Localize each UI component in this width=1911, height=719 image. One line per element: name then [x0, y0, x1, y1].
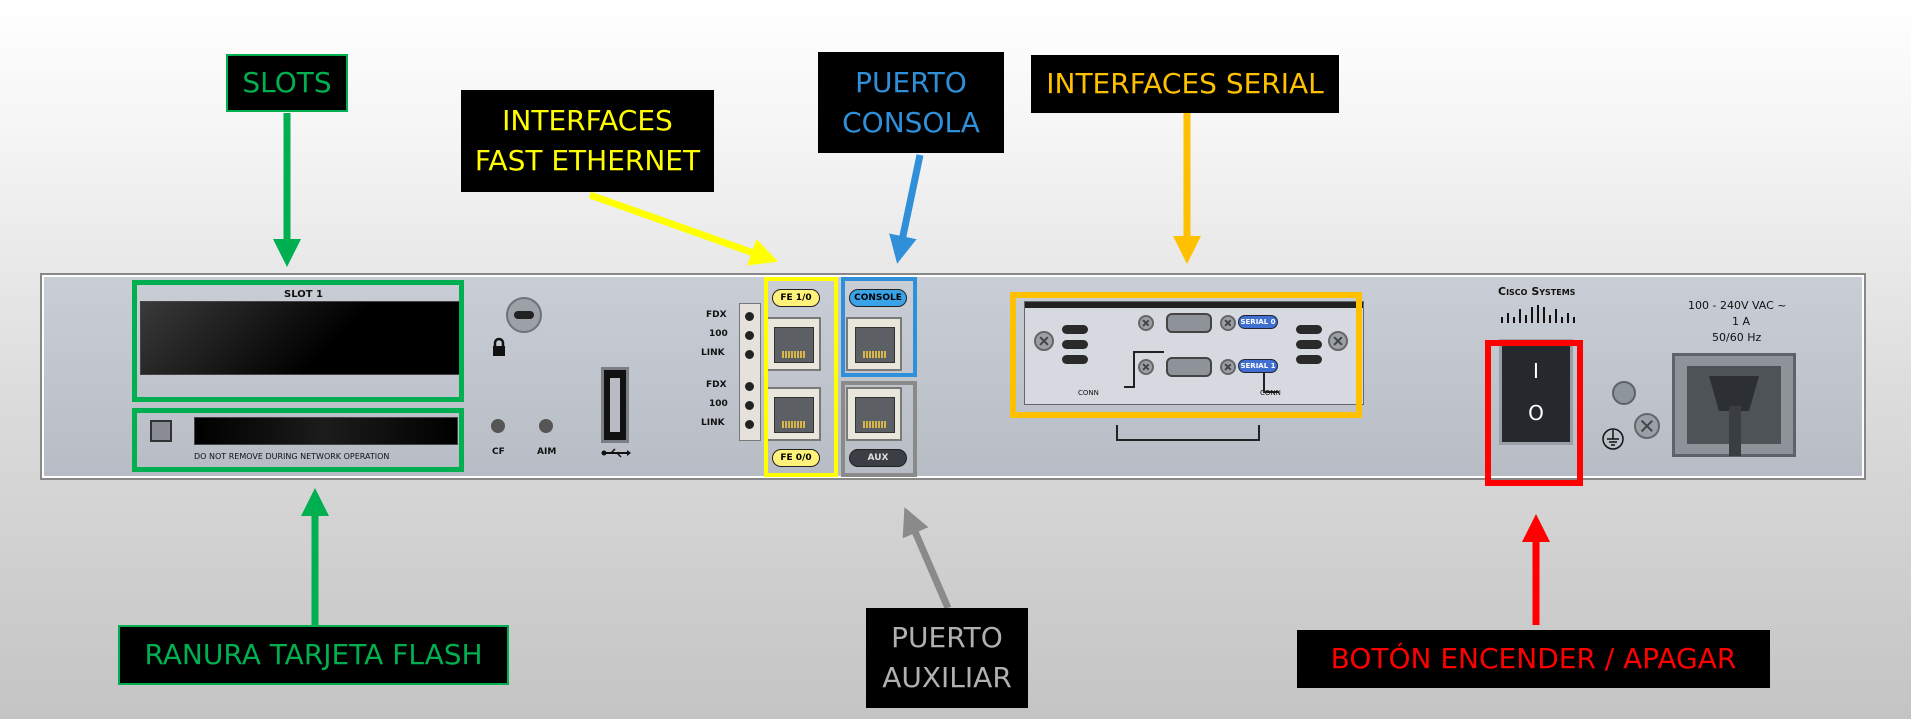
lock-knob	[506, 297, 542, 333]
consola-arrow	[889, 154, 924, 264]
fast-ethernet-highlight	[764, 277, 838, 477]
power-callout-text: BOTÓN ENCENDER / APAGAR	[1330, 642, 1737, 675]
ground-icon	[1602, 428, 1624, 450]
auxiliar-arrow	[902, 507, 952, 610]
fe-0-0-label: FE 0/0	[772, 449, 820, 467]
link-led-2	[745, 420, 754, 429]
serial-0-label: SERIAL 0	[1238, 315, 1278, 329]
100-label-1: 100	[709, 329, 728, 339]
fdx-label-2: FDX	[706, 380, 727, 390]
wic-slot-mark	[1296, 340, 1322, 349]
console-port[interactable]	[846, 317, 902, 371]
aux-label: AUX	[849, 449, 907, 467]
power-switch[interactable]: I O	[1499, 339, 1573, 445]
power-rating-line-3: 50/60 Hz	[1712, 331, 1762, 344]
auxiliar-line-2: AUXILIAR	[882, 661, 1012, 694]
flash-callout-text: RANURA TARJETA FLASH	[144, 638, 483, 671]
power-inlet[interactable]	[1672, 353, 1796, 457]
serial-callout: INTERFACES SERIAL	[1031, 55, 1339, 113]
wic-slot-mark	[1296, 355, 1322, 364]
wic-port-screw	[1138, 315, 1154, 331]
fe-1-0-label: FE 1/0	[772, 289, 820, 307]
serial-1-db-port[interactable]	[1166, 357, 1212, 377]
aux-port[interactable]	[846, 387, 902, 441]
console-label: CONSOLE	[849, 289, 907, 307]
wic-port-screw	[1220, 359, 1236, 375]
usb-icon	[601, 448, 631, 458]
wic-screw-left	[1034, 331, 1054, 351]
auxiliar-callout: PUERTO AUXILIAR	[866, 608, 1028, 708]
usb-port[interactable]	[601, 367, 629, 443]
power-callout: BOTÓN ENCENDER / APAGAR	[1297, 630, 1770, 688]
serial-highlight	[1010, 292, 1362, 418]
switch-on-symbol: I	[1533, 359, 1539, 384]
fast-ethernet-line-1: INTERFACES	[502, 104, 673, 137]
wic-slot-mark	[1062, 325, 1088, 334]
flash-eject-button[interactable]	[150, 420, 172, 442]
fast-ethernet-arrow	[588, 191, 779, 266]
lock-icon	[493, 337, 505, 356]
led-strip	[739, 303, 761, 441]
consola-line-2: CONSOLA	[842, 105, 980, 139]
aux-highlight	[841, 381, 917, 477]
fe-1-0-port[interactable]	[765, 317, 821, 371]
wic-port-screw	[1220, 315, 1236, 331]
aim-led	[539, 419, 553, 433]
100-label-2: 100	[709, 399, 728, 409]
power-rating-line-2: 1 A	[1732, 315, 1751, 328]
fdx-label-1: FDX	[706, 310, 727, 320]
conn-1-label: CONN	[1260, 389, 1281, 397]
flash-warning: DO NOT REMOVE DURING NETWORK OPERATION	[194, 452, 390, 461]
fdx-led-2	[745, 382, 754, 391]
wic-screw-right	[1328, 331, 1348, 351]
consola-callout: PUERTO CONSOLA	[818, 52, 1004, 153]
wic-slot-mark	[1062, 340, 1088, 349]
cf-led	[491, 419, 505, 433]
slots-callout: SLOTS	[226, 54, 348, 112]
100-led-2	[745, 401, 754, 410]
ground-screw	[1634, 413, 1660, 439]
wic-port-screw	[1138, 359, 1154, 375]
ground-post	[1612, 381, 1636, 405]
switch-off-symbol: O	[1528, 400, 1544, 425]
flash-highlight	[132, 408, 464, 472]
fdx-led-1	[745, 312, 754, 321]
link-label-2: LINK	[701, 418, 725, 428]
slots-callout-text: SLOTS	[242, 66, 332, 99]
power-rating-line-1: 100 - 240V VAC ~	[1688, 299, 1787, 312]
wic-traces	[1124, 351, 1279, 393]
conn-0-label: CONN	[1078, 389, 1099, 397]
slot-1-bay[interactable]	[140, 301, 460, 375]
serial-1-label: SERIAL 1	[1238, 359, 1278, 373]
fast-ethernet-line-2: FAST ETHERNET	[474, 144, 701, 177]
console-highlight	[841, 277, 917, 377]
cf-label: CF	[492, 447, 505, 457]
link-led-1	[745, 350, 754, 359]
serial-callout-text: INTERFACES SERIAL	[1046, 67, 1324, 100]
aim-label: AIM	[537, 447, 557, 457]
link-label-1: LINK	[701, 348, 725, 358]
slot-highlight	[132, 280, 464, 402]
brand-name: Cisco Systems	[1498, 285, 1576, 298]
100-led-1	[745, 331, 754, 340]
cisco-bridge-logo	[1501, 305, 1575, 323]
router-chassis: SLOT 1 DO NOT REMOVE DURING NETWORK OPER…	[40, 273, 1866, 480]
slot-label: SLOT 1	[284, 289, 323, 300]
flash-card-slot[interactable]	[194, 417, 458, 445]
power-switch-highlight	[1485, 340, 1583, 486]
wic-slot-mark	[1296, 325, 1322, 334]
consola-line-1: PUERTO	[855, 65, 967, 99]
fast-ethernet-callout: INTERFACES FAST ETHERNET	[461, 90, 714, 192]
wic-slot-mark	[1062, 355, 1088, 364]
serial-0-db-port[interactable]	[1166, 313, 1212, 333]
auxiliar-line-1: PUERTO	[891, 621, 1003, 654]
wic-bracket	[1116, 425, 1260, 441]
flash-callout: RANURA TARJETA FLASH	[118, 625, 509, 685]
